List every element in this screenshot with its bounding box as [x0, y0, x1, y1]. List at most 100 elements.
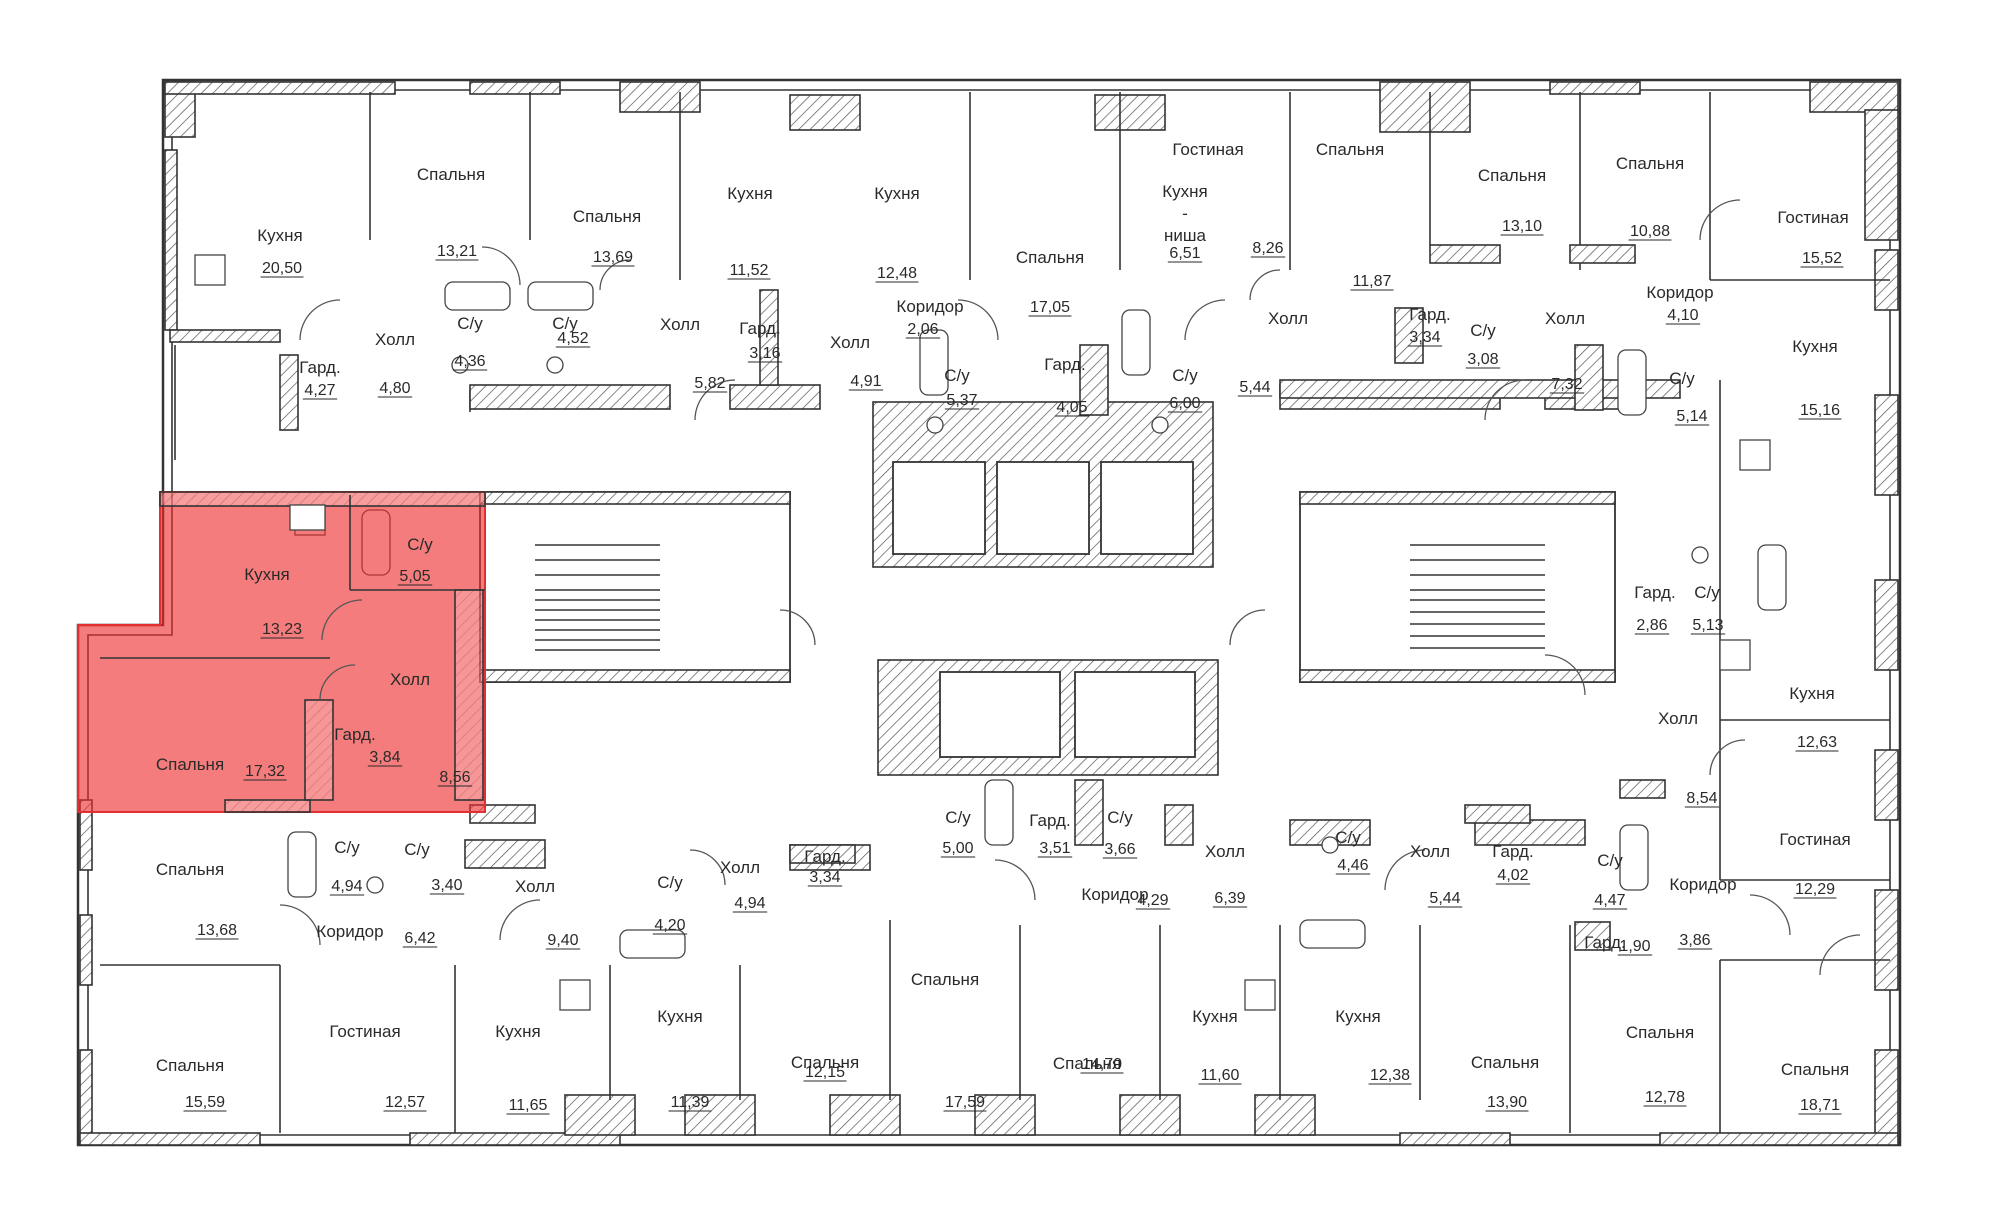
room-area: 13,10 — [1502, 218, 1542, 235]
room-name: Холл — [660, 315, 700, 334]
room-area: 4,80 — [379, 380, 410, 397]
room-area: 4,91 — [850, 373, 881, 390]
room-name: Спальня — [156, 1056, 224, 1075]
room-area: 3,51 — [1039, 840, 1070, 857]
selected-room-area: 13,23 — [262, 621, 302, 638]
room-name: Гард. — [804, 847, 845, 866]
room-area: 12,15 — [805, 1064, 845, 1081]
room-name: Гостиная — [1777, 208, 1848, 227]
room-name: Спальня — [911, 970, 979, 989]
room-area: 20,50 — [262, 260, 302, 277]
room-name: ниша — [1164, 226, 1207, 245]
room-name: С/у — [1470, 321, 1496, 340]
room-area: 4,52 — [557, 330, 588, 347]
room-name: Спальня — [1626, 1023, 1694, 1042]
room-name: Кухня — [657, 1007, 703, 1026]
room-name: Кухня — [1792, 337, 1838, 356]
room-area: 12,78 — [1645, 1089, 1685, 1106]
room-area: 2,06 — [907, 321, 938, 338]
room-labels: Кухня20,50Спальня13,21Спальня13,69Кухня1… — [156, 140, 1851, 1115]
room-area: 8,26 — [1252, 240, 1283, 257]
room-name: Гард. — [1584, 933, 1625, 952]
room-area: 12,38 — [1370, 1067, 1410, 1084]
room-area: 3,40 — [431, 877, 462, 894]
room-name: С/у — [334, 838, 360, 857]
room-area: 2,86 — [1636, 617, 1667, 634]
room-area: 6,39 — [1214, 890, 1245, 907]
room-area: 4,20 — [654, 917, 685, 934]
room-name: - — [1182, 204, 1188, 223]
room-name: Спальня — [1471, 1053, 1539, 1072]
selected-room-name: Кухня — [244, 565, 290, 584]
room-name: Гард. — [299, 358, 340, 377]
room-name: Холл — [1205, 842, 1245, 861]
room-name: Коридор — [1081, 885, 1148, 904]
stair-core-left — [479, 491, 791, 683]
room-area: 11,52 — [730, 262, 769, 279]
room-area: 13,21 — [437, 243, 477, 260]
selected-room-name: Спальня — [156, 755, 224, 774]
room-name: Спальня — [791, 1053, 859, 1072]
room-area: 4,27 — [304, 382, 335, 399]
room-name: Кухня — [1192, 1007, 1238, 1026]
room-name: Холл — [515, 877, 555, 896]
room-area: 5,13 — [1692, 617, 1723, 634]
room-name: С/у — [457, 314, 483, 333]
room-name: Коридор — [316, 922, 383, 941]
room-area: 5,37 — [946, 392, 977, 409]
room-area: 3,34 — [1409, 329, 1440, 346]
room-area: 18,71 — [1800, 1097, 1840, 1114]
room-name: С/у — [944, 366, 970, 385]
room-name: Спальня — [573, 207, 641, 226]
room-area: 12,48 — [877, 265, 917, 282]
room-name: Гостиная — [1779, 830, 1850, 849]
room-area: 1,90 — [1619, 938, 1650, 955]
room-name: Холл — [375, 330, 415, 349]
room-name: С/у — [1172, 366, 1198, 385]
room-name: Коридор — [896, 297, 963, 316]
selected-apartment-labels: Кухня13,23С/у5,05Холл8,56Гард.3,84Спальн… — [156, 535, 473, 787]
room-name: С/у — [552, 314, 578, 333]
room-name: Гард. — [1634, 583, 1675, 602]
room-area: 9,40 — [547, 932, 578, 949]
room-name: Кухня — [874, 184, 920, 203]
lift-shafts-bottom — [877, 659, 1219, 776]
room-name: Спальня — [417, 165, 485, 184]
room-area: 4,94 — [331, 878, 362, 895]
exterior-wall-hatches — [79, 81, 1899, 1146]
room-name: Холл — [1268, 309, 1308, 328]
room-name: Гостиная — [1172, 140, 1243, 159]
room-area: 3,86 — [1679, 932, 1710, 949]
room-name: Спальня — [1053, 1054, 1121, 1073]
selected-apartment[interactable] — [77, 491, 486, 813]
room-name: Спальня — [1616, 154, 1684, 173]
room-area: 4,47 — [1594, 892, 1625, 909]
room-name: Спальня — [1781, 1060, 1849, 1079]
room-name: Гард. — [1409, 305, 1450, 324]
room-name: Коридор — [1669, 875, 1736, 894]
room-area: 4,29 — [1137, 892, 1168, 909]
room-name: Кухня — [1335, 1007, 1381, 1026]
room-name: Кухня — [727, 184, 773, 203]
room-area: 3,16 — [749, 345, 780, 362]
room-area: 12,63 — [1797, 734, 1837, 751]
selected-room-area: 5,05 — [399, 568, 430, 585]
room-name: С/у — [1597, 851, 1623, 870]
room-name: Холл — [1658, 709, 1698, 728]
room-name: Гард. — [1044, 355, 1085, 374]
selected-room-name: Гард. — [334, 725, 375, 744]
room-area: 14,70 — [1082, 1056, 1122, 1073]
room-area: 17,05 — [1030, 299, 1070, 316]
room-name: С/у — [1335, 828, 1361, 847]
room-name: Спальня — [156, 860, 224, 879]
room-area: 3,34 — [809, 869, 840, 886]
room-area: 4,94 — [734, 895, 765, 912]
room-name: С/у — [1107, 808, 1133, 827]
room-name: Гард. — [1029, 811, 1070, 830]
room-name: С/у — [1669, 369, 1695, 388]
selected-room-area: 17,32 — [245, 763, 285, 780]
room-area: 17,59 — [945, 1094, 985, 1111]
room-area: 13,90 — [1487, 1094, 1527, 1111]
room-area: 3,66 — [1104, 841, 1135, 858]
room-area: 5,44 — [1429, 890, 1460, 907]
